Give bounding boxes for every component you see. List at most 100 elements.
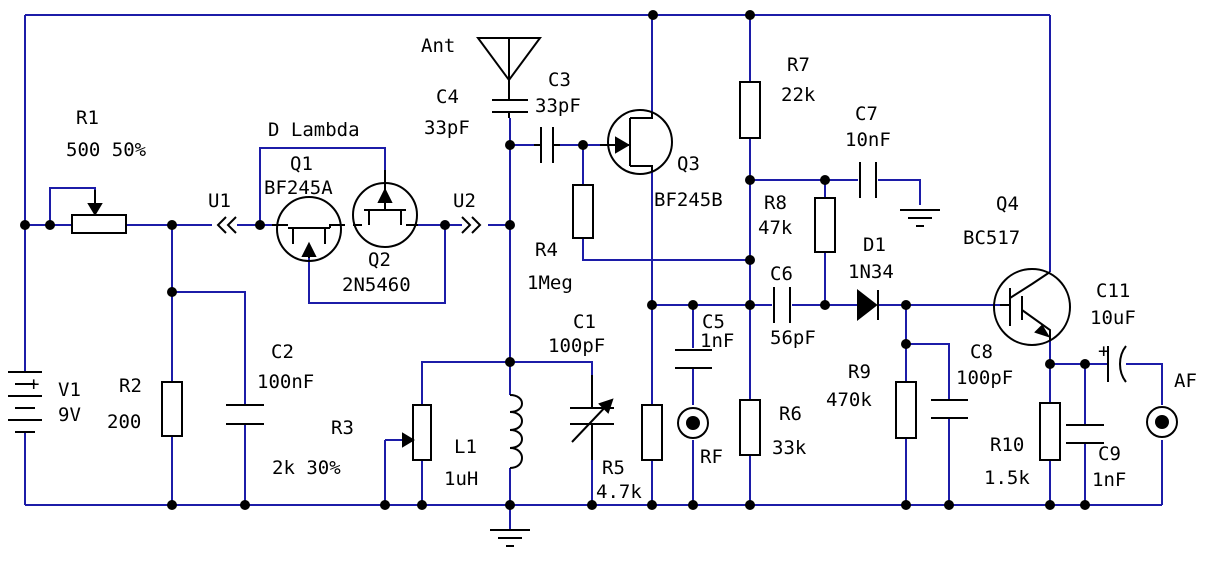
label-c11-name: C11 (1096, 280, 1130, 302)
label-c8-name: C8 (970, 341, 993, 363)
label-r9-value: 470k (826, 389, 872, 411)
label-l1-name: L1 (454, 436, 477, 458)
capacitor-c6 (773, 287, 791, 323)
label-r10-value: 1.5k (984, 467, 1030, 489)
label-r5-name: R5 (602, 457, 625, 479)
label-v1-name: V1 (58, 379, 81, 401)
jfet-q2 (352, 170, 418, 248)
resistor-r7 (739, 81, 761, 139)
wires (24, 14, 1163, 530)
label-d1-value: 1N34 (848, 261, 894, 283)
junction-dots (20, 10, 1090, 510)
label-c3-name: C3 (548, 69, 571, 91)
battery-v1: + (8, 371, 42, 433)
resistor-r4 (572, 184, 594, 239)
label-r2-name: R2 (119, 375, 142, 397)
label-u1: U1 (208, 190, 231, 212)
label-v1-value: 9V (58, 404, 81, 426)
label-d1-name: D1 (863, 234, 886, 256)
ground-symbol-c7 (900, 209, 940, 227)
capacitor-c2 (226, 404, 264, 425)
label-r7-value: 22k (781, 84, 816, 106)
diode-d1 (857, 288, 879, 322)
resistor-r8 (814, 197, 836, 253)
label-c9-value: 1nF (1092, 469, 1126, 491)
af-connector-symbol (1146, 406, 1178, 438)
label-af: AF (1174, 370, 1197, 392)
label-q2-name: Q2 (368, 249, 391, 271)
capacitor-c3 (534, 127, 560, 163)
label-d-lambda: D Lambda (268, 119, 360, 141)
antenna-symbol (476, 37, 542, 100)
resistor-r10 (1039, 402, 1061, 461)
label-c6-name: C6 (770, 263, 793, 285)
label-r9-name: R9 (848, 361, 871, 383)
label-q4-name: Q4 (996, 193, 1019, 215)
capacitor-c4 (492, 99, 528, 118)
label-c4-name: C4 (436, 86, 459, 108)
label-q4-value: BC517 (963, 227, 1020, 249)
resistor-r2 (161, 381, 183, 437)
capacitor-c5 (675, 349, 712, 369)
u1-marker (216, 216, 237, 234)
label-u2: U2 (453, 190, 476, 212)
label-r4-name: R4 (535, 239, 558, 261)
label-r7-name: R7 (787, 54, 810, 76)
label-r6-name: R6 (779, 403, 802, 425)
label-r2-value: 200 (107, 411, 141, 433)
label-c5-name: C5 (702, 311, 725, 333)
label-q3-name: Q3 (677, 153, 700, 175)
label-r3-value: 2k 30% (272, 457, 341, 479)
label-c7-value: 10nF (845, 129, 891, 151)
label-c1-value: 100pF (548, 335, 605, 357)
label-c3-value: 33pF (535, 95, 581, 117)
resistor-r9 (895, 381, 917, 439)
capacitor-c9 (1066, 424, 1104, 444)
label-ant: Ant (421, 35, 455, 57)
label-c8-value: 100pF (956, 367, 1013, 389)
inductor-l1 (509, 394, 523, 469)
label-rf: RF (700, 446, 723, 468)
label-r10-name: R10 (990, 434, 1024, 456)
label-c4-value: 33pF (424, 117, 470, 139)
label-q3-value: BF245B (654, 189, 723, 211)
c11-plus-sign: + (1098, 340, 1109, 362)
label-c2-value: 100nF (257, 371, 314, 393)
u2-marker (461, 216, 482, 234)
label-q2-value: 2N5460 (342, 274, 411, 296)
label-c11-value: 10uF (1090, 307, 1136, 329)
label-c9-name: C9 (1098, 443, 1121, 465)
component-labels: Ant R1 500 50% D Lambda Q1 BF245A U1 U2 … (58, 35, 1197, 503)
label-r3-name: R3 (331, 417, 354, 439)
capacitor-c7 (859, 162, 877, 198)
resistor-r6 (739, 399, 761, 456)
resistor-r5 (641, 404, 663, 461)
darlington-transistor-q4 (993, 268, 1071, 346)
potentiometer-r3 (402, 404, 432, 461)
label-r8-value: 47k (758, 217, 793, 239)
potentiometer-r1 (71, 190, 127, 234)
label-r8-name: R8 (764, 192, 787, 214)
rf-connector-symbol (677, 407, 709, 439)
electrolytic-capacitor-c11: + (1098, 340, 1127, 383)
label-r1-name: R1 (76, 107, 99, 129)
label-r5-value: 4.7k (596, 481, 642, 503)
label-c5-value: 1nF (700, 330, 734, 352)
variable-capacitor-c1 (570, 375, 614, 460)
ground-symbol-main (490, 529, 530, 547)
capacitor-c8 (931, 399, 968, 419)
label-r6-value: 33k (772, 437, 807, 459)
label-r4-value: 1Meg (527, 272, 573, 294)
label-q1-name: Q1 (290, 153, 313, 175)
label-c2-name: C2 (271, 341, 294, 363)
label-q1-value: BF245A (264, 177, 333, 199)
label-c7-name: C7 (855, 103, 878, 125)
jfet-q1 (272, 196, 345, 262)
jfet-q3 (600, 109, 673, 175)
label-r1-value: 500 50% (66, 139, 147, 161)
label-c1-name: C1 (573, 311, 596, 333)
label-l1-value: 1uH (444, 468, 478, 490)
label-c6-value: 56pF (770, 327, 816, 349)
battery-plus-sign: + (28, 373, 39, 395)
